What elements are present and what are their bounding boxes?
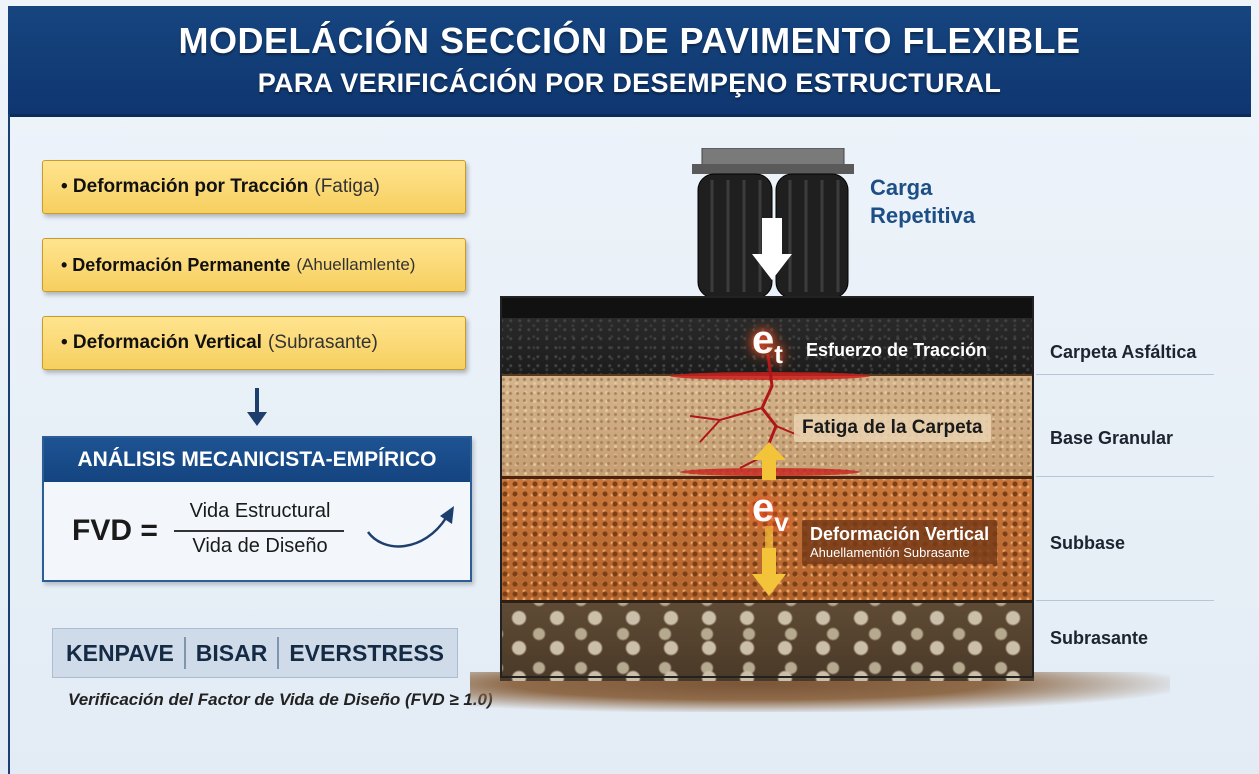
criterion-rutting: • Deformación Permanente (Ahuellamlente): [42, 238, 466, 292]
criterion-label: • Deformación por Tracción: [61, 176, 309, 197]
tensile-stress-label: Esfuerzo de Tracción: [806, 340, 988, 360]
tool-name: KENPAVE: [66, 639, 174, 666]
layer-label-asphalt: Carpeta Asfáltica: [1050, 342, 1197, 362]
layer-subgrade: [500, 600, 1034, 681]
load-line1: Carga: [870, 175, 933, 200]
stress-overlay: [670, 353, 870, 596]
et-symbol: e: [752, 318, 775, 362]
analysis-title: ANÁLISIS MECANICISTA-EMPÍRICO: [44, 438, 470, 482]
fraction-line: [174, 530, 344, 532]
vertical-strain-title: Deformación Vertical: [810, 524, 990, 544]
load-line2: Repetitiva: [870, 203, 976, 228]
frame-border: [8, 114, 10, 774]
divider: [1036, 600, 1214, 601]
divider: [277, 637, 280, 669]
vertical-strain-note: Ahuellamentión Subrasante: [810, 545, 970, 560]
strain-et-symbol: et: [752, 318, 783, 369]
verification-note: Verificación del Factor de Vida de Diseñ…: [68, 690, 493, 709]
page-title: MODELÁCIÓN SECCIÓN DE PAVIMENTO FLEXIBLE: [178, 20, 1081, 61]
criterion-note: (Subrasante): [267, 332, 378, 353]
vertical-strain-label: Deformación Vertical Ahuellamentión Subr…: [802, 520, 998, 564]
page-subtitle: PARA VERIFICÁCIÓN POR DESEMPȨNO ESTRUCTU…: [257, 68, 1002, 98]
ev-subscript: v: [774, 507, 789, 537]
layer-label-subgrade: Subrasante: [1050, 628, 1149, 648]
criterion-label: • Deformación Permanente: [61, 254, 291, 275]
tool-name: BISAR: [195, 639, 268, 666]
load-label: Carga Repetitiva: [870, 174, 975, 230]
fvd-numerator: Vida Estructural: [189, 500, 331, 522]
layer-label-base: Base Granular: [1050, 428, 1174, 448]
curved-arrow-icon: [366, 506, 454, 548]
analysis-box: ANÁLISIS MECANICISTA-EMPÍRICO FVD = Vida…: [42, 436, 472, 582]
page-header: MODELÁCIÓN SECCIÓN DE PAVIMENTO FLEXIBLE…: [8, 6, 1251, 117]
strain-ev-symbol: ev: [752, 486, 789, 537]
criterion-label: • Deformación Vertical: [61, 332, 262, 353]
criterion-note: (Fatiga): [314, 176, 380, 197]
et-subscript: t: [774, 339, 783, 369]
section-outline: [500, 296, 1034, 678]
tool-name: EVERSTRESS: [289, 639, 444, 666]
software-tools: KENPAVE BISAR EVERSTRESS: [52, 628, 458, 678]
divider: [1036, 476, 1214, 477]
arrow-down-icon: [247, 388, 267, 426]
divider: [1036, 374, 1214, 375]
criterion-fatigue: • Deformación por Tracción (Fatiga): [42, 160, 466, 214]
tire-icon: [692, 148, 854, 298]
fvd-denominator: Vida de Diseño: [192, 535, 328, 557]
layer-asphalt: [500, 298, 1034, 374]
divider: [183, 637, 186, 669]
criterion-note: (Ahuellamlente): [296, 255, 416, 274]
criterion-vertical: • Deformación Vertical (Subrasante): [42, 316, 466, 370]
ev-symbol: e: [752, 486, 775, 530]
layer-label-subbase: Subbase: [1050, 533, 1126, 553]
fvd-lhs: FVD =: [72, 514, 158, 547]
fatigue-label: Fatiga de la Carpeta: [794, 414, 991, 442]
